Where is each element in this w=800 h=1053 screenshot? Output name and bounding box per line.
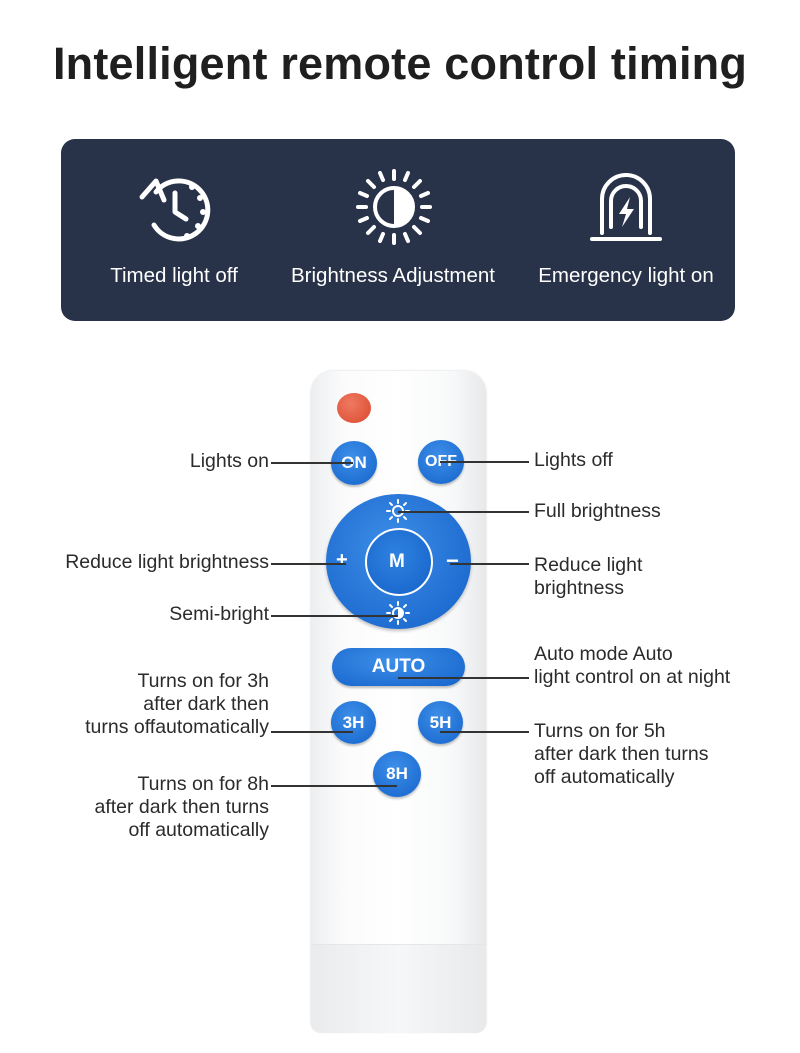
annotation-5h-1: Turns on for 5h — [534, 720, 666, 742]
emergency-light-icon — [590, 173, 662, 241]
annotation-8h-1: Turns on for 8h — [137, 773, 269, 795]
5h-button[interactable]: 5H — [418, 701, 463, 744]
annotation-reduce-right-1: Reduce light — [534, 554, 643, 576]
annotation-8h-2: after dark then turns — [94, 796, 269, 818]
feature-label: Brightness Adjustment — [291, 264, 495, 287]
annotation-lights-on: Lights on — [189, 450, 269, 472]
annotation-3h-2: after dark then — [143, 693, 269, 715]
features-panel: Timed light off Brightness Adjustment — [61, 139, 735, 321]
leader-line — [271, 563, 346, 565]
annotation-5h-3: off automatically — [534, 766, 675, 788]
page-title: Intelligent remote control timing — [52, 38, 748, 89]
minus-button[interactable]: − — [446, 548, 459, 573]
annotation-3h-3: turns offautomatically — [85, 716, 269, 738]
annotation-auto-1: Auto mode Auto — [534, 643, 673, 665]
annotation-full-brightness: Full brightness — [534, 500, 661, 522]
m-button[interactable] — [365, 528, 433, 596]
feature-emergency: Emergency light on — [526, 139, 726, 321]
m-button-label: M — [389, 551, 405, 572]
semi-bright-icon[interactable] — [385, 600, 411, 626]
annotation-3h-1: Turns on for 3h — [137, 670, 269, 692]
annotation-reduce-left: Reduce light brightness — [65, 551, 269, 573]
brightness-sun-icon — [356, 169, 432, 245]
leader-line — [271, 785, 397, 787]
clock-timer-icon — [139, 178, 211, 242]
feature-label: Timed light off — [110, 264, 238, 287]
leader-line — [271, 615, 398, 617]
remote-battery-cover — [311, 944, 486, 1033]
leader-line — [440, 461, 529, 463]
leader-line — [271, 731, 353, 733]
feature-brightness: Brightness Adjustment — [283, 139, 503, 321]
3h-button[interactable]: 3H — [331, 701, 376, 744]
annotation-auto-2: light control on at night — [534, 666, 731, 688]
annotation-semi-bright: Semi-bright — [169, 603, 269, 625]
plus-button[interactable]: + — [336, 549, 348, 571]
annotation-reduce-right-2: brightness — [534, 577, 624, 599]
annotation-5h-2: after dark then turns — [534, 743, 709, 765]
power-indicator[interactable] — [337, 393, 371, 423]
annotation-lights-off: Lights off — [534, 449, 613, 471]
leader-line — [271, 462, 353, 464]
leader-line — [450, 563, 529, 565]
leader-line — [398, 677, 529, 679]
leader-line — [398, 511, 529, 513]
annotation-8h-3: off automatically — [128, 819, 269, 841]
auto-button[interactable]: AUTO — [332, 648, 465, 686]
leader-line — [440, 731, 529, 733]
feature-timed-off: Timed light off — [89, 139, 259, 321]
feature-label: Emergency light on — [538, 264, 714, 287]
8h-button[interactable]: 8H — [373, 751, 421, 797]
